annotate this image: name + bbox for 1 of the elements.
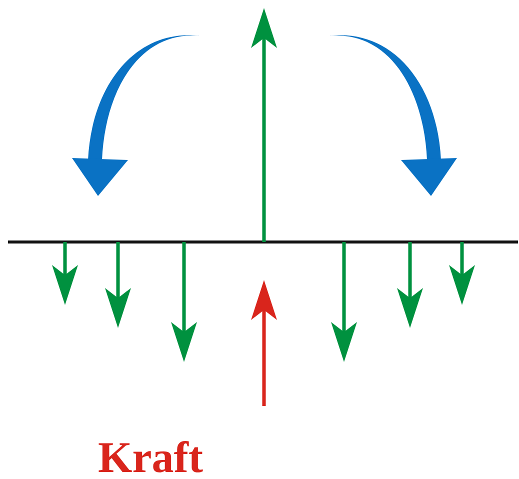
force-label: Kraft bbox=[98, 436, 204, 479]
